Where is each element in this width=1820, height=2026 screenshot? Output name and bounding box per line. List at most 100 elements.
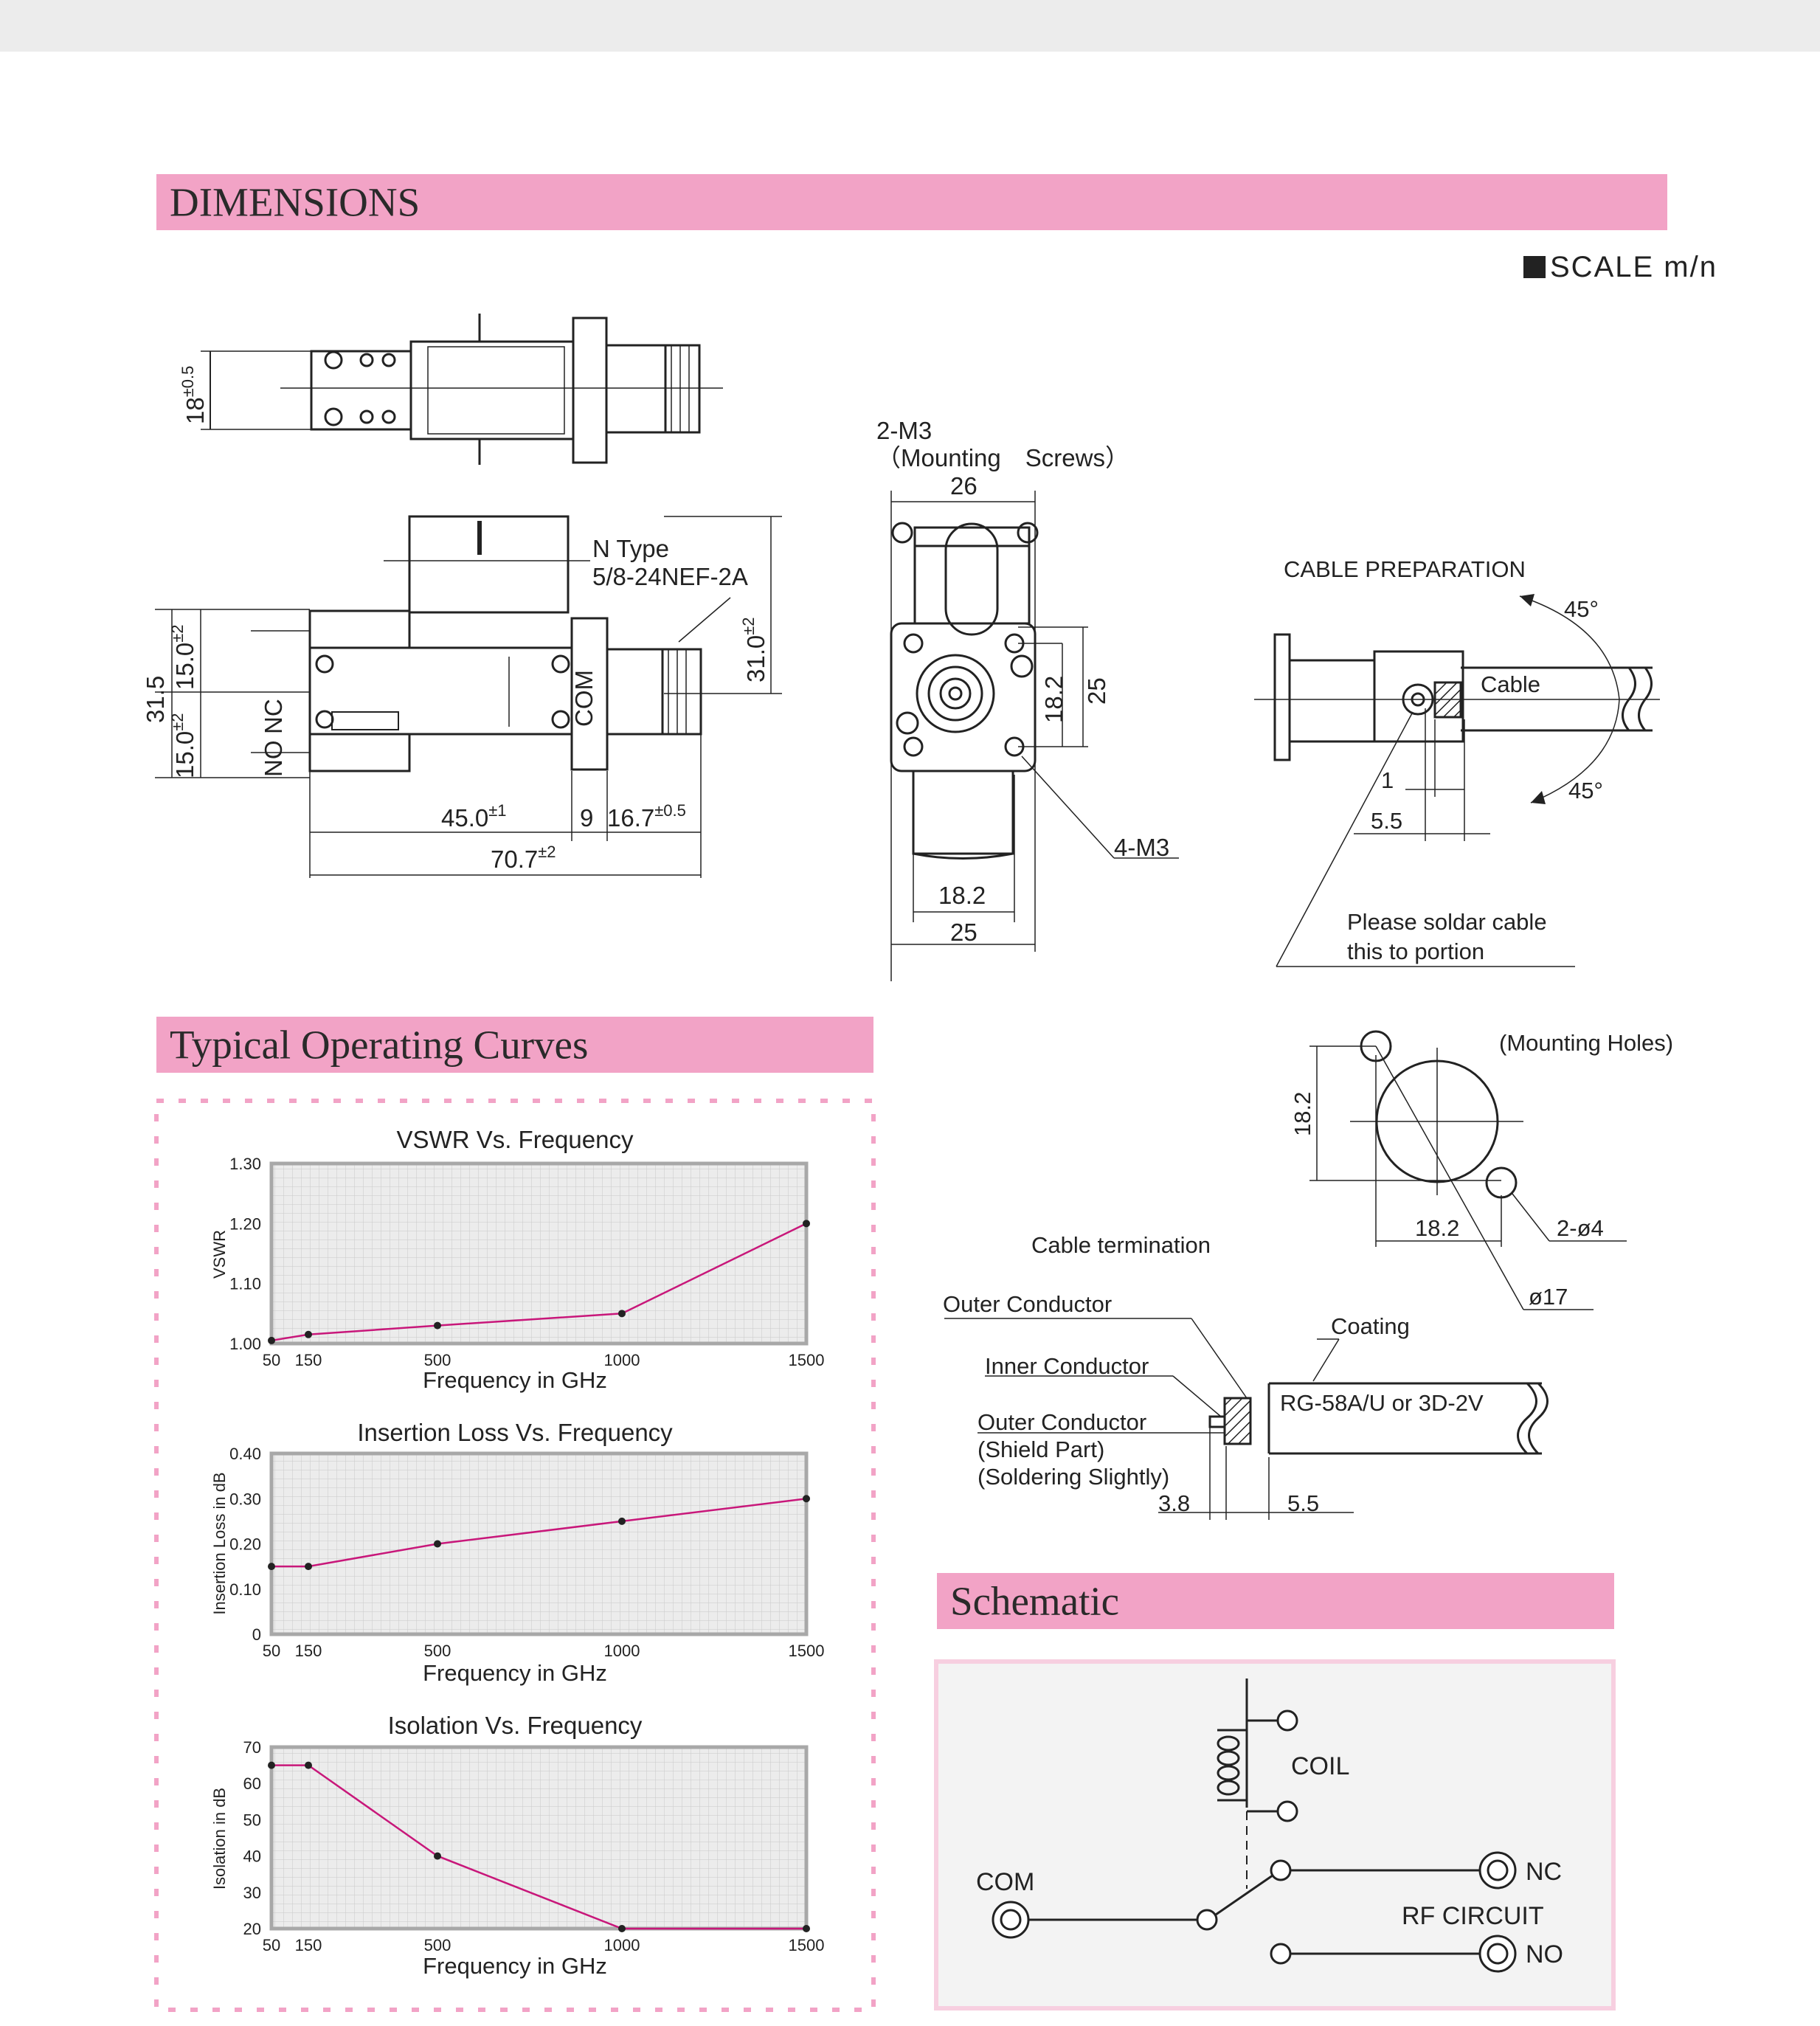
- y-tick-label: 40: [243, 1847, 261, 1866]
- mount-bore-label: ø17: [1529, 1284, 1568, 1310]
- y-axis-label: Insertion Loss in dB: [210, 1472, 229, 1614]
- outer-shield-label-3: (Soldering Slightly): [978, 1464, 1169, 1490]
- solder-note-1: Please soldar cable: [1347, 909, 1547, 935]
- rf-circuit-label: RF CIRCUIT: [1402, 1902, 1544, 1930]
- coil-label: COIL: [1291, 1752, 1349, 1780]
- y-axis-label: VSWR: [210, 1230, 229, 1279]
- chart-insertion-loss: Insertion Loss Vs. Frequency 0 0.10 0.20 0.…: [210, 1419, 824, 1686]
- data-point: [434, 1321, 441, 1330]
- term-dim-a: 3.8: [1158, 1490, 1190, 1516]
- coating-label: Coating: [1331, 1313, 1410, 1339]
- y-tick-label: 1.20: [229, 1214, 261, 1233]
- no-label: NO: [1526, 1940, 1563, 1968]
- y-tick-label: 1.00: [229, 1335, 261, 1353]
- cable-label: Cable: [1481, 671, 1540, 697]
- x-axis-label: Frequency in GHz: [423, 1953, 607, 1979]
- connector-type-label: N Type: [592, 535, 669, 562]
- x-tick-label: 150: [295, 1642, 322, 1660]
- x-tick-label: 150: [295, 1351, 322, 1369]
- com-label: COM: [976, 1868, 1034, 1896]
- data-point: [434, 1540, 441, 1548]
- data-point: [305, 1761, 312, 1769]
- x-tick-label: 50: [263, 1936, 280, 1954]
- data-point: [803, 1495, 810, 1503]
- port-com-label: COM: [570, 670, 598, 727]
- x-tick-label: 500: [424, 1351, 451, 1369]
- y-tick-label: 30: [243, 1884, 261, 1902]
- square-bullet-icon: [1523, 256, 1546, 278]
- thread-label: 5/8-24NEF-2A: [592, 563, 748, 590]
- outer-conductor-label: Outer Conductor: [943, 1291, 1112, 1317]
- len-conn-dim: 16.7±0.5: [607, 801, 686, 832]
- cable-type-label: RG-58A/U or 3D-2V: [1280, 1390, 1484, 1416]
- width-top-dim: 26: [950, 472, 978, 499]
- width-base-dim: 25: [950, 919, 978, 946]
- x-tick-label: 1000: [604, 1642, 640, 1660]
- front-height-dim: 25: [1083, 677, 1110, 705]
- dim-small: 1: [1381, 767, 1394, 793]
- hole-spacing-dim: 18.2: [1040, 676, 1068, 723]
- x-tick-label: 50: [263, 1642, 280, 1660]
- cable-prep-title: CABLE PREPARATION: [1284, 556, 1526, 582]
- nc-label: NC: [1526, 1858, 1562, 1886]
- chart-title: Insertion Loss Vs. Frequency: [357, 1419, 673, 1446]
- y-tick-label: 50: [243, 1811, 261, 1829]
- half-lower-dim: 15.0±2: [168, 713, 198, 778]
- screws-label: 2-M3: [876, 417, 932, 444]
- holes-label: 4-M3: [1114, 834, 1169, 861]
- plot-frame: [269, 1745, 809, 1931]
- term-dim-b: 5.5: [1287, 1490, 1319, 1516]
- mount-v-dim: 18.2: [1290, 1092, 1315, 1136]
- data-point: [434, 1852, 441, 1860]
- plot-frame: [269, 1161, 809, 1346]
- x-tick-label: 50: [263, 1351, 280, 1369]
- data-point: [305, 1563, 312, 1571]
- x-tick-label: 500: [424, 1642, 451, 1660]
- y-tick-label: 0.40: [229, 1445, 261, 1463]
- data-point: [618, 1925, 626, 1932]
- y-tick-label: 0.20: [229, 1535, 261, 1554]
- section-title: Typical Operating Curves: [170, 1022, 589, 1068]
- top-strip: [0, 0, 1820, 52]
- x-tick-label: 1500: [789, 1642, 825, 1660]
- plot-grid: [271, 1164, 806, 1344]
- schematic-drawing: [992, 1678, 1517, 1973]
- port-nc-label: NC: [260, 699, 287, 734]
- inner-conductor-label: Inner Conductor: [985, 1353, 1149, 1379]
- curves-frame: [154, 1099, 876, 2012]
- y-tick-label: 1.10: [229, 1275, 261, 1293]
- section-title: Schematic: [950, 1578, 1120, 1624]
- top-height-dim: 18±0.5: [179, 366, 209, 424]
- top-view-drawing: [201, 314, 723, 465]
- chart-title: Isolation Vs. Frequency: [388, 1712, 643, 1739]
- width-hole-dim: 18.2: [938, 882, 986, 909]
- data-point: [618, 1310, 626, 1318]
- conn-height-dim: 31.0±2: [739, 617, 769, 682]
- height-total-dim: 31.5: [142, 676, 169, 723]
- dim-strip: 5.5: [1371, 808, 1402, 834]
- y-tick-label: 0.10: [229, 1580, 261, 1599]
- x-tick-label: 500: [424, 1936, 451, 1954]
- mount-holes-label: 2-ø4: [1557, 1215, 1604, 1241]
- data-point: [268, 1761, 275, 1769]
- y-tick-label: 20: [243, 1920, 261, 1938]
- y-axis-label: Isolation in dB: [210, 1788, 229, 1890]
- x-tick-label: 150: [295, 1936, 322, 1954]
- y-tick-label: 0: [252, 1625, 261, 1644]
- len-total-dim: 70.7±2: [491, 843, 556, 873]
- section-dimensions-header: DIMENSIONS: [156, 174, 1667, 230]
- data-point: [803, 1925, 810, 1932]
- plot-grid: [271, 1453, 806, 1634]
- side-view-drawing: [155, 515, 782, 878]
- outer-shield-label-2: (Shield Part): [978, 1436, 1104, 1462]
- half-upper-dim: 15.0±2: [168, 624, 198, 690]
- cable-term-drawing: [944, 1318, 1549, 1520]
- data-point: [803, 1220, 810, 1228]
- plot-grid: [271, 1747, 806, 1929]
- screws-label-2: （Mounting Screws）: [876, 444, 1129, 471]
- x-axis-label: Frequency in GHz: [423, 1660, 607, 1686]
- data-point: [618, 1517, 626, 1525]
- scale-note: SCALE m/n: [1523, 251, 1717, 284]
- x-tick-label: 1500: [789, 1351, 825, 1369]
